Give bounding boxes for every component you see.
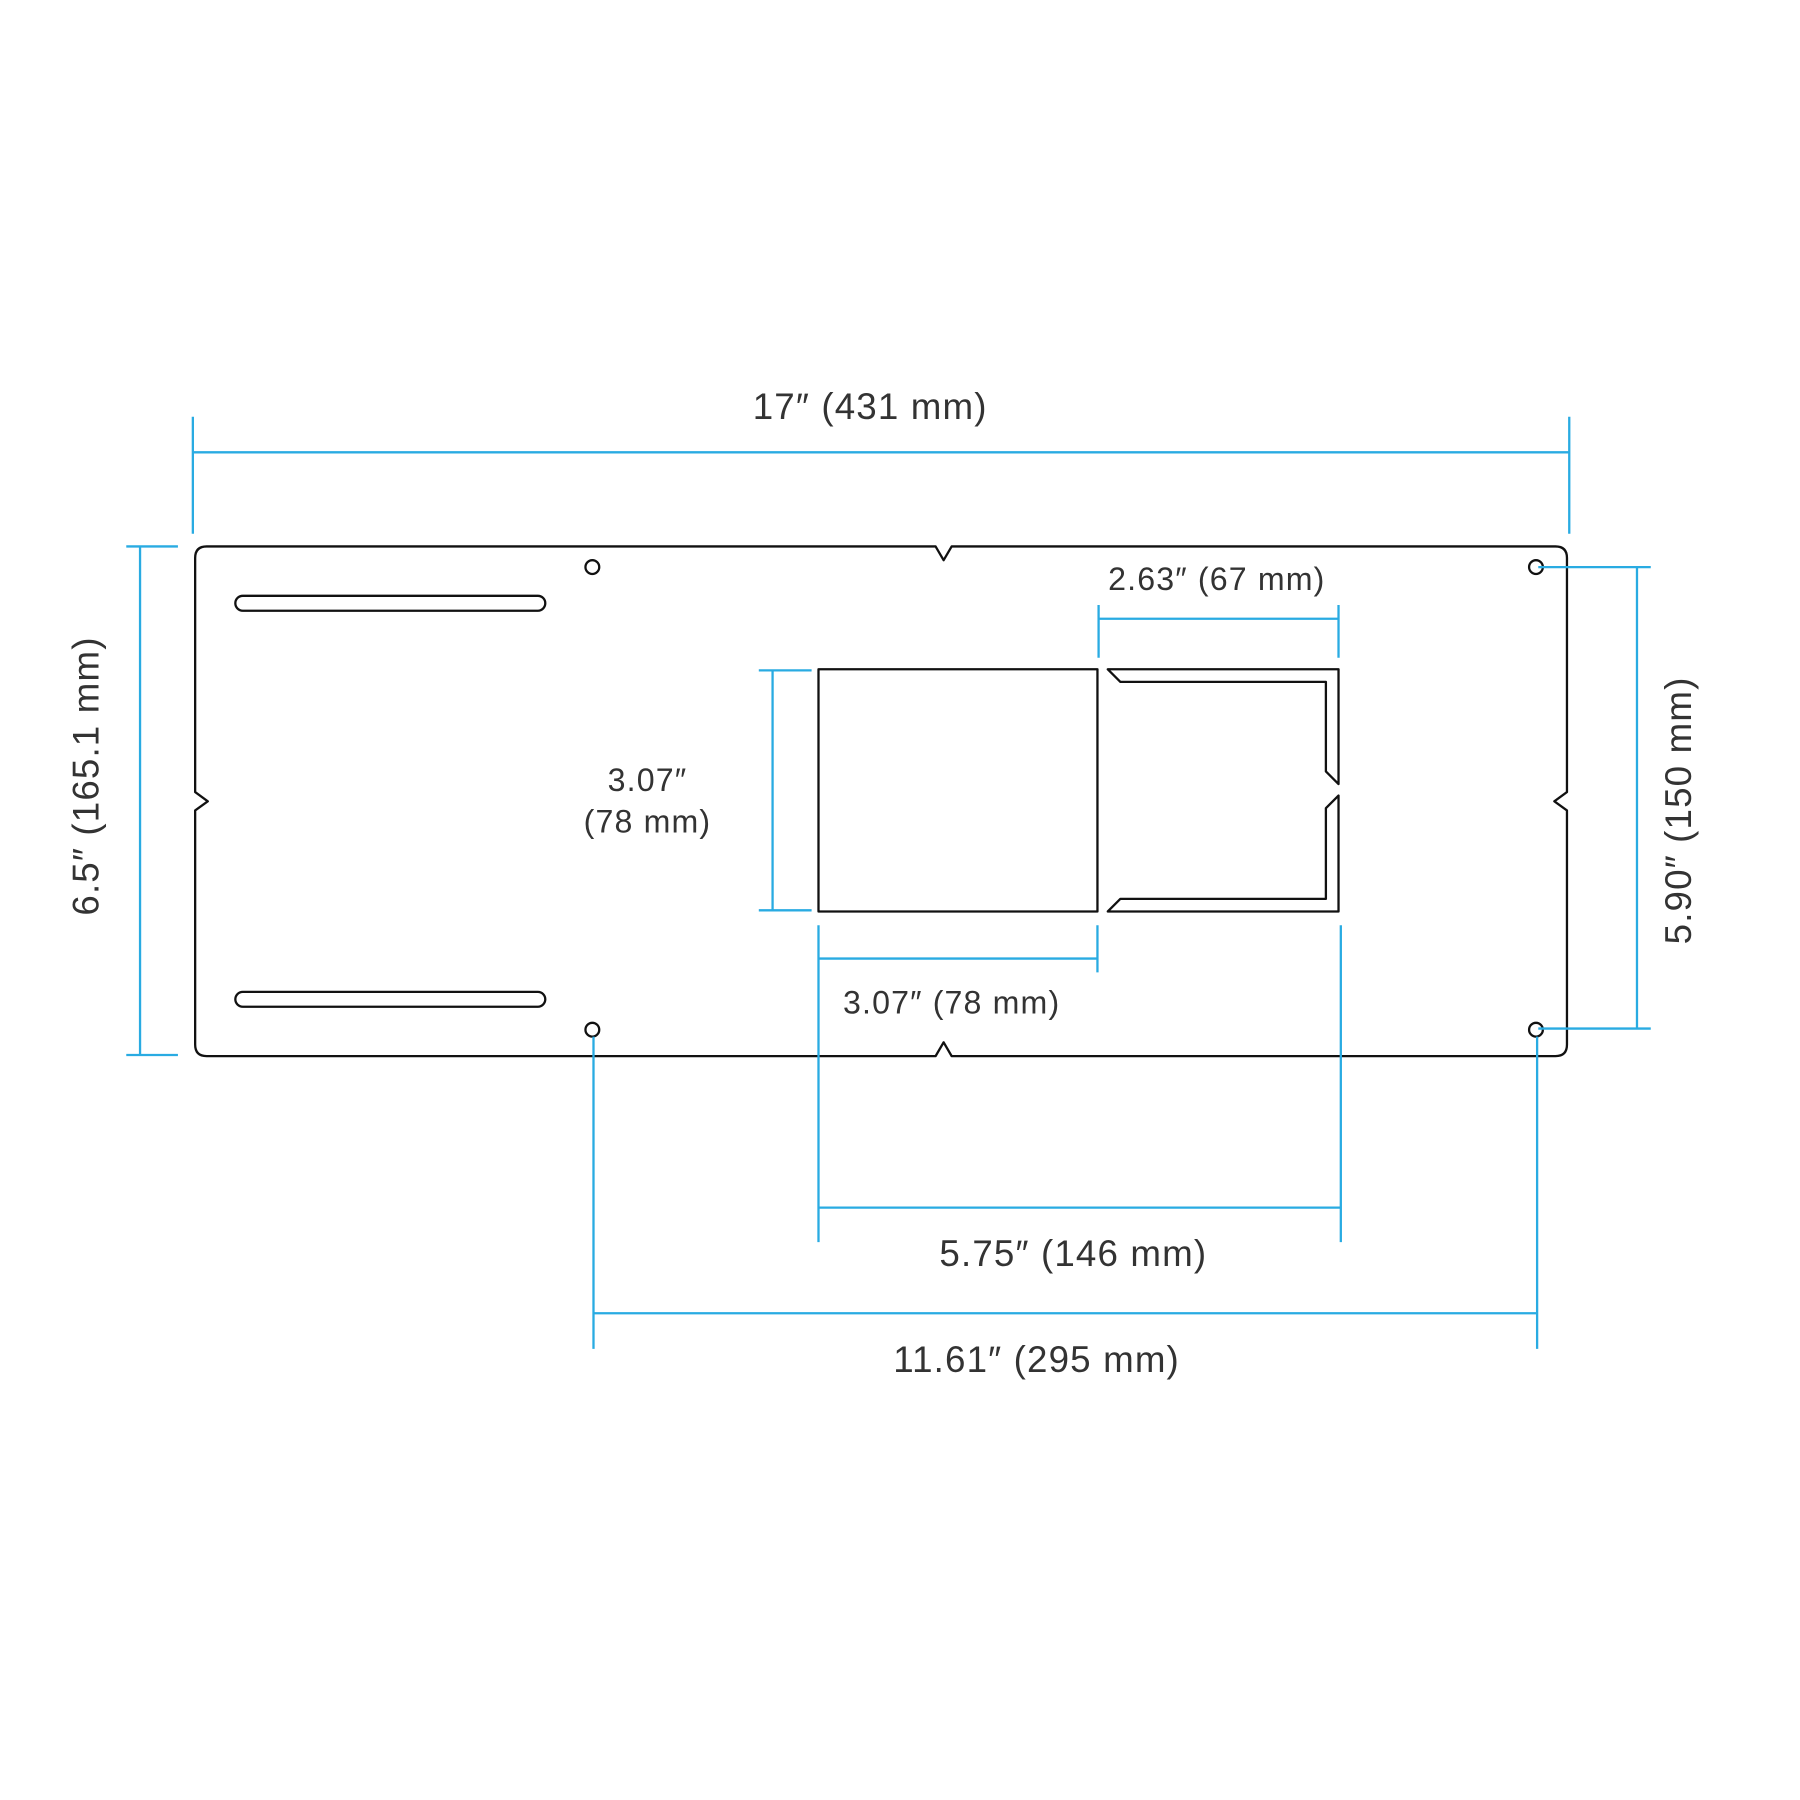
label-hole-horizontal-spacing: 11.61″ (295 mm) <box>893 1339 1180 1380</box>
dim-cutout-total-width: 5.75″ (146 mm) <box>818 925 1342 1274</box>
square-cutout <box>817 668 1099 913</box>
label-square-height-2: (78 mm) <box>584 803 712 839</box>
label-square-width: 3.07″ (78 mm) <box>843 985 1060 1021</box>
dim-c-cutout-width: 2.63″ (67 mm) <box>1097 561 1340 658</box>
label-overall-height: 6.5″ (165.1 mm) <box>66 636 107 915</box>
dim-overall-width: 17″ (431 mm) <box>191 386 1571 534</box>
mount-hole-bottom-left <box>584 1021 601 1038</box>
dim-overall-height: 6.5″ (165.1 mm) <box>66 545 178 1057</box>
label-overall-width: 17″ (431 mm) <box>753 386 988 427</box>
slot-bottom <box>234 990 547 1008</box>
dim-hole-vertical-spacing: 5.90″ (150 mm) <box>1538 565 1699 1030</box>
label-hole-vertical-spacing: 5.90″ (150 mm) <box>1658 677 1699 945</box>
slot-top <box>234 594 547 612</box>
label-cutout-total-width: 5.75″ (146 mm) <box>939 1233 1207 1274</box>
c-cutout-top <box>1106 668 1340 786</box>
dim-square-height: 3.07″ (78 mm) <box>584 669 812 912</box>
mount-hole-top-left <box>584 559 601 576</box>
label-square-height-1: 3.07″ <box>608 762 688 798</box>
dim-square-width: 3.07″ (78 mm) <box>817 925 1099 1243</box>
c-cutout-bottom <box>1106 794 1340 913</box>
label-c-cutout-width: 2.63″ (67 mm) <box>1108 561 1325 597</box>
plate-outline <box>194 545 1569 1058</box>
dim-hole-horizontal-spacing: 11.61″ (295 mm) <box>592 1036 1539 1380</box>
